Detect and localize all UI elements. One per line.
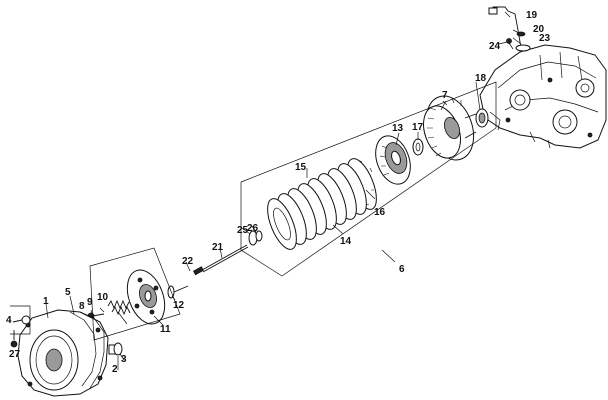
callout-26: 26 bbox=[247, 223, 259, 234]
lock-nut-washer bbox=[248, 230, 263, 246]
callout-14: 14 bbox=[340, 236, 352, 247]
clutch-push-rod bbox=[192, 244, 249, 276]
clutch-outer-housing bbox=[423, 95, 477, 161]
oil-level-plug bbox=[108, 342, 123, 356]
callout-8: 8 bbox=[79, 301, 85, 312]
callout-6: 6 bbox=[399, 264, 405, 275]
callout-24: 24 bbox=[489, 41, 501, 52]
clutch-cover bbox=[17, 309, 109, 397]
leader-lines bbox=[45, 11, 522, 370]
callout-16: 16 bbox=[374, 207, 386, 218]
callout-27: 27 bbox=[9, 349, 21, 360]
callout-19: 19 bbox=[526, 10, 538, 21]
callout-13: 13 bbox=[392, 123, 404, 134]
callout-22: 22 bbox=[182, 256, 194, 267]
callout-17: 17 bbox=[412, 122, 424, 133]
callout-25: 25 bbox=[237, 225, 249, 236]
callout-2: 2 bbox=[112, 364, 118, 375]
dowel-pin bbox=[12, 315, 31, 325]
ball-bearing bbox=[475, 108, 489, 128]
clutch-center-hub bbox=[375, 135, 411, 185]
callout-10: 10 bbox=[97, 292, 109, 303]
callout-5: 5 bbox=[65, 287, 71, 298]
callout-21: 21 bbox=[212, 242, 224, 253]
engine-crankcase bbox=[479, 44, 607, 149]
group-outline bbox=[10, 81, 497, 341]
callout-20: 20 bbox=[533, 24, 545, 35]
clutch-spring bbox=[107, 299, 131, 316]
callout-3: 3 bbox=[121, 354, 127, 365]
callout-labels: 1 2 3 4 5 6 7 8 9 10 11 12 13 14 15 16 1… bbox=[6, 10, 551, 375]
callout-1: 1 bbox=[43, 296, 49, 307]
pressure-plate bbox=[126, 269, 166, 325]
clutch-plate-stack bbox=[267, 158, 377, 250]
oil-seal-washer bbox=[412, 138, 424, 156]
callout-4: 4 bbox=[6, 315, 12, 326]
callout-11: 11 bbox=[160, 324, 171, 335]
sensor-bracket-assembly bbox=[488, 6, 531, 52]
callout-7: 7 bbox=[442, 90, 448, 101]
callout-23: 23 bbox=[539, 33, 551, 44]
callout-18: 18 bbox=[475, 73, 487, 84]
callout-9: 9 bbox=[87, 297, 93, 308]
callout-15: 15 bbox=[295, 162, 307, 173]
callout-12: 12 bbox=[173, 300, 185, 311]
cover-bolt bbox=[10, 330, 18, 348]
